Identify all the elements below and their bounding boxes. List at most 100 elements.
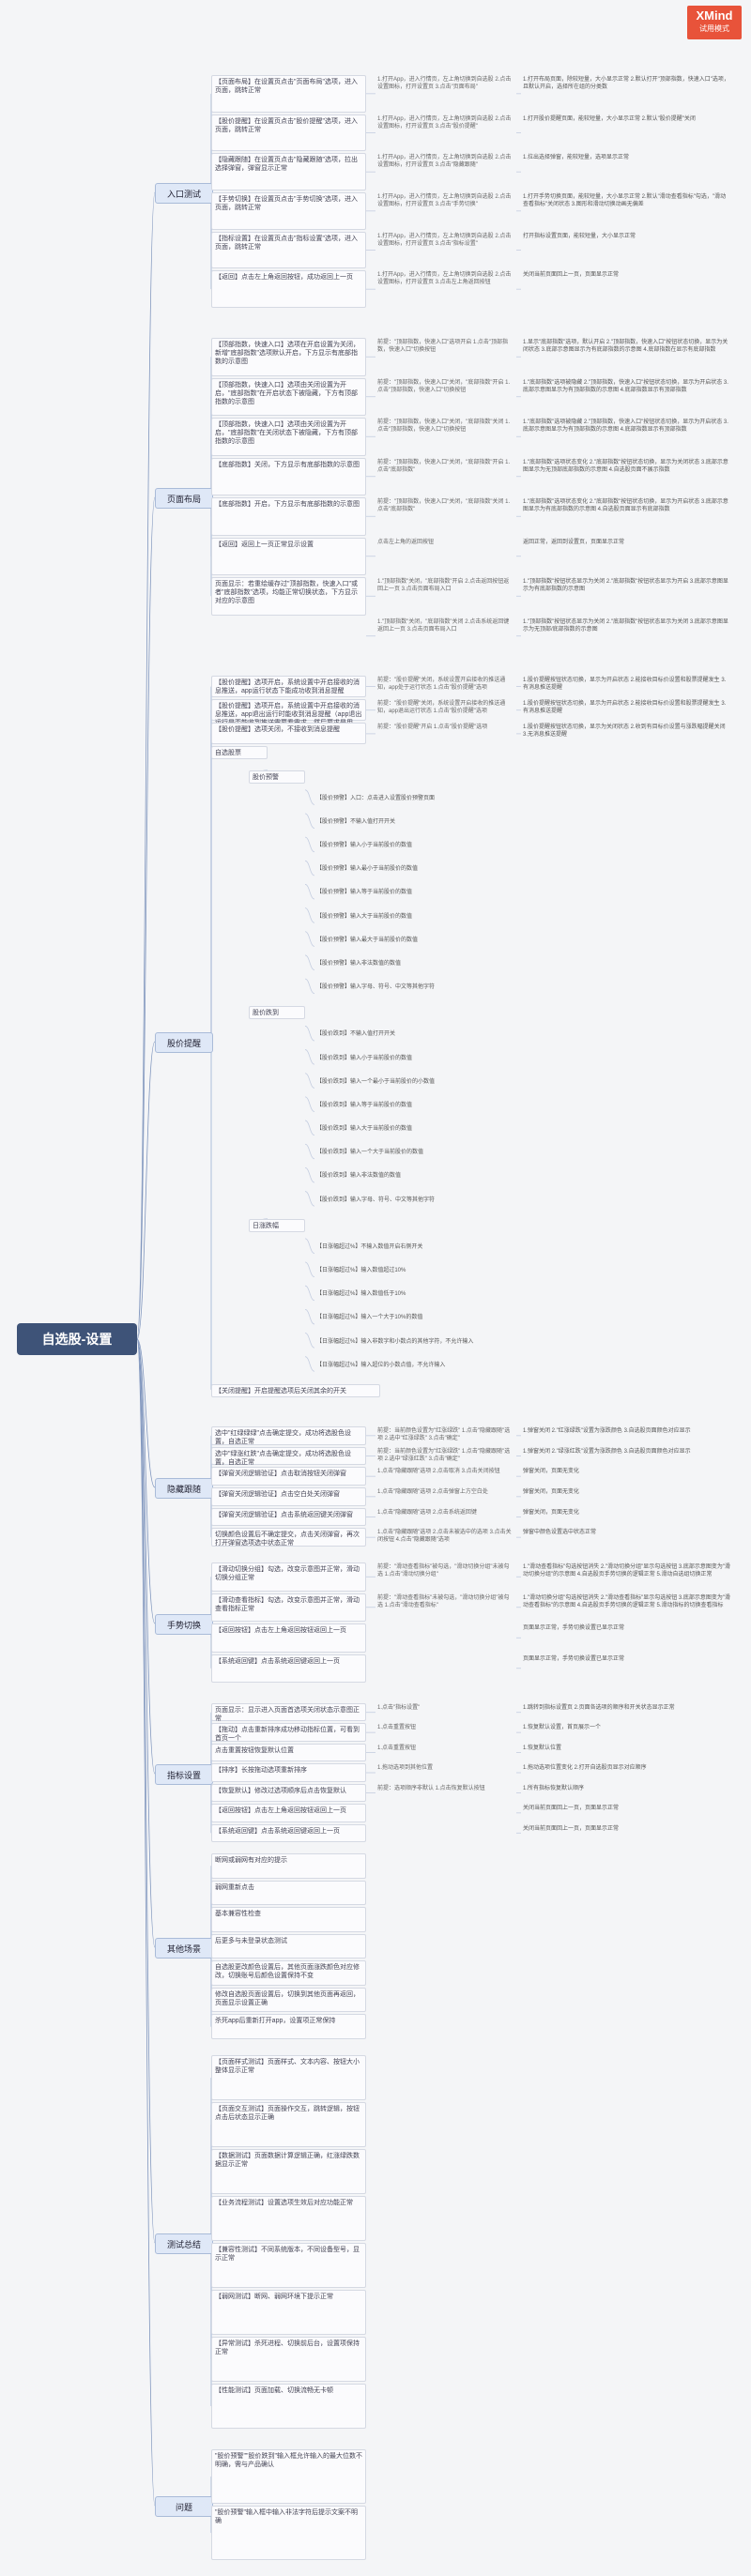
sub-case[interactable]: 【股价跌到】输入一个最小于当前股价的小数值 [316, 1078, 436, 1085]
test-case[interactable]: 【弹窗关闭逻辑验证】点击系统返回键关闭弹窗 [211, 1507, 366, 1527]
expected-result[interactable]: 1.股价提醒按钮状态切换，显示为开启状态 2.能接收目标价设置和股票提醒发生 3… [523, 678, 727, 691]
sub-case[interactable]: 【股价跌到】输入字母、符号、中文等其他字符 [316, 1197, 436, 1203]
expected-result[interactable]: 弹窗关闭，页面无变化 [523, 1469, 580, 1475]
expected-result[interactable]: 弹窗中颜色设置选中状态正常 [523, 1530, 597, 1536]
test-steps[interactable]: 1.点击"指标设置" [377, 1705, 421, 1711]
expected-result[interactable]: 1.弹窗关闭 2."红涨绿跌"设置为涨跌颜色 3.自选股页面颜色对应显示 [523, 1428, 691, 1434]
test-case[interactable]: 【弹窗关闭逻辑验证】点击空白处关闭弹窗 [211, 1487, 366, 1506]
branch-node[interactable]: 其他场景 [155, 1938, 213, 1959]
test-case[interactable]: 【异常测试】杀死进程、切换前后台，设置项保持正常 [211, 2337, 366, 2382]
test-steps[interactable]: 前提：当前颜色设置为"红涨绿跌" 1.点击"隐藏跟随"选项 2.选中"红涨绿跌"… [377, 1428, 511, 1441]
test-case[interactable]: 断网或弱网有对应的提示 [211, 1853, 366, 1879]
test-case[interactable]: 【滑动切换分组】勾选，改变示意图并正常，滑动切换分组正常 [211, 1562, 366, 1592]
test-steps[interactable]: 前提："顶部指数，快速入口"关闭，"底部指数"关闭 1.点击"底部指数" [377, 499, 511, 512]
test-case[interactable]: 【页面布局】在设置页点击"页面布局"选项，进入页面，跳转正常 [211, 75, 366, 113]
test-case[interactable]: 页面显示：显示进入页面首选项关闭状态示意图正常 [211, 1703, 366, 1722]
expected-result[interactable]: 页面显示正常，手势切换设置已显示正常 [523, 1655, 625, 1662]
expected-result[interactable]: 关闭当前页面回上一页，页面显示正常 [523, 1806, 620, 1812]
test-steps[interactable]: 1.点击重置按钮 [377, 1725, 417, 1731]
test-case[interactable]: 【拖动】点击重新排序成功移动指标位置，可看到首页一个 [211, 1723, 366, 1742]
test-steps[interactable]: 1.点击重置按钮 [377, 1745, 417, 1751]
test-case[interactable]: 【弹窗关闭逻辑验证】点击取消按钮关闭弹窗 [211, 1467, 366, 1486]
test-steps[interactable]: 1.打开App，进入行情页，左上角切换到自选股 2.点击设置图标，打开设置页 3… [377, 194, 512, 207]
test-steps[interactable]: 前提：选项顺序非默认 1.点击恢复默认按钮 [377, 1785, 485, 1791]
branch-node[interactable]: 测试总结 [155, 2233, 213, 2254]
sub-case[interactable]: 【股价跌到】输入一个大于当前股价的数值 [316, 1150, 424, 1156]
root-node[interactable]: 自选股-设置 [17, 1323, 137, 1355]
sub-case[interactable]: 【日涨幅超过%】输入超位的小数点值，不允许输入 [316, 1362, 446, 1368]
sub-case[interactable]: 【股价跌到】输入大于当前股价的数值 [316, 1126, 413, 1133]
expected-result[interactable]: 1.显示"底部指数"选项，默认开启 2."顶部指数，快速入口"按钮状态切换，显示… [523, 340, 728, 353]
test-steps[interactable]: 1.打开App，进入行情页，左上角切换到自选股 2.点击设置图标，打开设置页 3… [377, 77, 512, 90]
test-steps[interactable]: 1.点击"隐藏跟随"选项 2.点击未被选中的选项 3.点击关闭按钮 4.点击"隐… [377, 1530, 512, 1544]
expected-result[interactable]: 1.恢复默认设置，首页展示一个 [523, 1725, 602, 1731]
test-case[interactable]: 【系统返回键】点击系统返回键返回上一页 [211, 1823, 366, 1842]
sub-case[interactable]: 【日涨幅超过%】输入一个大于10%的数值 [316, 1315, 423, 1321]
test-steps[interactable]: 1.拖动选项到其他位置 [377, 1765, 434, 1772]
expected-result[interactable]: 1.恢复默认位置 [523, 1745, 562, 1751]
expected-result[interactable]: 弹窗关闭，页面无变化 [523, 1489, 580, 1495]
test-steps[interactable]: 1."顶部指数"关闭，"底部指数"关闭 2.点击系统返回键返回上一页 3.点击页… [377, 618, 510, 633]
sub-case[interactable]: 【日涨幅超过%】输入非数字和小数点的其他字符，不允许输入 [316, 1338, 474, 1345]
test-steps[interactable]: 1."顶部指数"关闭，"底部指数"开启 2.点击返回按钮返回上一页 3.点击页面… [377, 579, 510, 592]
expected-result[interactable]: 1."顶部指数"按钮状态显示为关闭 2."底部指数"按钮状态显示为关闭 3.底部… [523, 618, 728, 633]
test-case[interactable]: 选中"绿涨红跌"点击确定提交，成功将选股色设置，自选正常 [211, 1446, 366, 1466]
sub-case[interactable]: 【股价预警】不输入值打开开关 [316, 818, 396, 825]
test-case[interactable]: 【顶部指数，快速入口】选项由关闭设置为开启，"底部指数"在开启状态下被隐藏，下方… [211, 377, 366, 416]
test-steps[interactable]: 前提："滑动查看指标"被勾选，"滑动切换分组"未被勾选 1.点击"滑动切换分组" [377, 1564, 510, 1578]
test-case[interactable]: 【股价提醒】在设置页点击"股价提醒"选项，进入页面，跳转正常 [211, 114, 366, 152]
test-steps[interactable]: 前提："顶部指数，快速入口"选项开启 1.点击"顶部指数，快速入口"切换按钮 [377, 340, 509, 353]
test-case[interactable]: 基本兼容性检查 [211, 1907, 366, 1932]
test-case[interactable]: 【数据测试】页面数据计算逻辑正确，红涨绿跌数据显示正常 [211, 2149, 366, 2194]
expected-result[interactable]: 1.拉出选择弹窗，能较短量，选项显示正常 [523, 155, 630, 161]
test-case[interactable]: 【滑动查看指标】勾选，改变示意图并正常，滑动查看指标正常 [211, 1593, 366, 1622]
expected-result[interactable]: 关闭当前页面回上一页，页面显示正常 [523, 1825, 620, 1832]
subgroup-node[interactable]: 股价跌到 [249, 1006, 305, 1020]
test-case[interactable]: 选中"红绿绿绿"点击确定提交，成功将选股色设置，自选正常 [211, 1426, 366, 1445]
sub-case[interactable]: 【日涨幅超过%】不输入数值开启右侧开关 [316, 1243, 423, 1250]
expected-result[interactable]: 1.所有指标恢复默认顺序 [523, 1785, 585, 1791]
branch-node[interactable]: 指标设置 [155, 1764, 213, 1785]
expected-result[interactable]: 返回正常，返回到设置页，页面显示正常 [523, 539, 625, 545]
sub-case[interactable]: 【日涨幅超过%】输入数值低于10% [316, 1291, 406, 1298]
sub-case[interactable]: 【股价预警】输入最小于当前股价的数值 [316, 866, 419, 873]
test-steps[interactable]: 前提："股价提醒"开启 1.点击"股价提醒"选项 [377, 724, 488, 731]
test-case[interactable]: 切换颜色设置后不确定提交，点击关闭弹窗，再次打开弹窗选项选中状态正常 [211, 1528, 366, 1547]
test-case[interactable]: 【弱网测试】断网、弱网环境下提示正常 [211, 2290, 366, 2335]
test-case[interactable]: 【股价提醒】选项开启，系统设置中开启接收的消息推送，app运行状态下能成功收到消… [211, 676, 366, 698]
expected-result[interactable]: 1."底部指数"选项被隐藏 2."顶部指数，快速入口"按钮状态切换，显示为开启状… [523, 419, 728, 433]
test-steps[interactable]: 点击左上角的返回按钮 [377, 539, 435, 545]
test-case[interactable]: 弱网重新点击 [211, 1880, 366, 1906]
branch-node[interactable]: 隐藏跟随 [155, 1478, 213, 1499]
test-steps[interactable]: 前提："股价提醒"关闭，系统设置开启接收的推送通知，app处于运行状态 1.点击… [377, 678, 506, 691]
test-case[interactable]: 【页面交互测试】页面操作交互，跳转逻辑，按钮点击后状态显示正确 [211, 2102, 366, 2147]
branch-node[interactable]: 页面布局 [155, 488, 213, 509]
test-case[interactable]: 【性能测试】页面加载、切换流畅无卡顿 [211, 2384, 366, 2429]
sub-case[interactable]: 【股价预警】输入小于当前股价的数值 [316, 843, 413, 849]
sub-case[interactable]: 【股价预警】输入非法数值的数值 [316, 960, 402, 967]
expected-result[interactable]: 1.弹窗关闭 2."绿涨红跌"设置为涨跌颜色 3.自选股页面颜色对应显示 [523, 1448, 691, 1455]
test-case[interactable]: 【顶部指数，快速入口】选项由关闭设置为开启，"底部指数"在关闭状态下被隐藏，下方… [211, 418, 366, 456]
sub-case[interactable]: 【股价跌到】输入非法数值的数值 [316, 1173, 402, 1180]
test-steps[interactable]: 1.点击"隐藏跟随"选项 2.点击系统返回键 [377, 1509, 477, 1516]
expected-result[interactable]: 1.打开布局页面，除较短量，大小显示正常 2.默认打开"顶部指数，快速入口"选项… [523, 77, 729, 90]
branch-node[interactable]: 手势切换 [155, 1614, 213, 1635]
expected-result[interactable]: 弹窗关闭，页面无变化 [523, 1509, 580, 1516]
test-steps[interactable]: 前提："顶部指数，快速入口"关闭，"底部指数"开启 1.点击"底部指数" [377, 459, 511, 473]
branch-node[interactable]: 股价提醒 [155, 1032, 213, 1053]
sub-case[interactable]: 【股价预警】输入等于当前股价的数值 [316, 890, 413, 896]
test-case[interactable]: 页面显示：若重绘缓存过"顶部指数，快速入口"或者"底部指数"选项，均能正常切换状… [211, 577, 366, 616]
test-steps[interactable]: 前提："顶部指数，快速入口"关闭，"底部指数"开启 1.点击"顶部指数，快速入口… [377, 379, 511, 393]
test-case[interactable]: 【返回】点击左上角返回按钮，成功返回上一页 [211, 270, 366, 308]
expected-result[interactable]: 关闭当前页面回上一页，页面显示正常 [523, 272, 620, 279]
branch-node[interactable]: 问题 [155, 2496, 213, 2517]
subgroup-node[interactable]: 日涨跌幅 [249, 1218, 305, 1232]
test-case[interactable]: 【兼容性测试】不同系统版本，不同设备型号，显示正常 [211, 2243, 366, 2288]
test-case[interactable]: 【手势切换】在设置页点击"手势切换"选项，进入页面，跳转正常 [211, 192, 366, 230]
expected-result[interactable]: 1.打开股价提醒页面，能较短量，大小显示正常 2.默认"股价提醒"关闭 [523, 115, 696, 122]
test-case[interactable]: 【系统返回键】点击系统返回键返回上一页 [211, 1654, 366, 1683]
test-case[interactable]: "股价预警""股价跌到"输入框允许输入的最大位数不明确，需与产品确认 [211, 2449, 366, 2504]
test-steps[interactable]: 1.打开App，进入行情页，左上角切换到自选股 2.点击设置图标，打开设置页 3… [377, 272, 512, 286]
test-steps[interactable]: 1.点击"隐藏跟随"选项 2.点击取消 3.点击关闭按钮 [377, 1469, 500, 1475]
expected-result[interactable]: 1.打开手势切换页面，能较短量，大小显示正常 2.默认"滑动查看指标"勾选，"滑… [523, 194, 727, 207]
